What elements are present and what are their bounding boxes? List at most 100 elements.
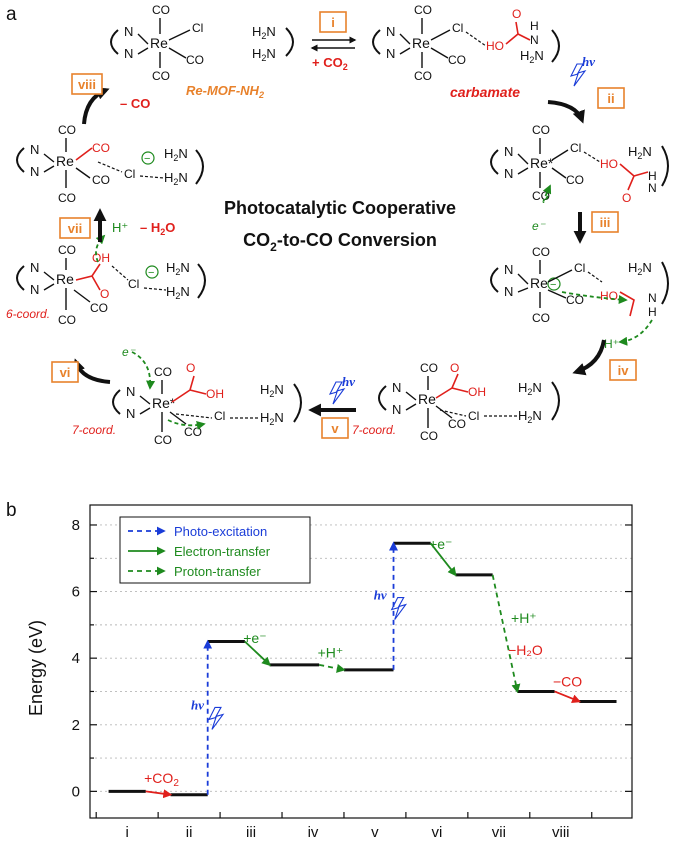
svg-text:CO: CO — [420, 361, 438, 375]
atom-n: N — [124, 46, 133, 61]
atom-n: N — [124, 24, 133, 39]
step-badge-iii — [591, 211, 619, 233]
svg-text:7-coord.: 7-coord. — [72, 423, 116, 437]
hv-label: hν — [374, 588, 387, 603]
svg-text:Re: Re — [418, 391, 436, 407]
svg-text:N: N — [504, 166, 513, 181]
re-bonds — [137, 18, 191, 68]
svg-text:CO: CO — [58, 313, 76, 327]
svg-text:OH: OH — [206, 387, 224, 401]
panel-a-label: a — [6, 4, 17, 25]
svg-text:CO: CO — [92, 141, 110, 155]
x-tick-label: iii — [246, 824, 256, 841]
svg-text:N: N — [648, 181, 657, 195]
svg-text:N: N — [392, 380, 401, 395]
step-label-viii: viii — [78, 77, 96, 92]
transition-arrow — [319, 663, 346, 673]
y-tick-label: 6 — [72, 584, 80, 601]
x-tick-label: i — [125, 824, 128, 841]
transition-label: +e⁻ — [429, 536, 452, 552]
svg-text:N: N — [30, 260, 39, 275]
svg-text:CO: CO — [420, 429, 438, 443]
transition-label: +H⁺ — [511, 610, 537, 626]
svg-text:Cl: Cl — [452, 21, 463, 35]
scheme-title-line2: CO2-to-CO Conversion — [243, 230, 437, 254]
y-tick-label: 8 — [72, 517, 80, 534]
svg-text:−: − — [550, 279, 556, 291]
svg-text:N: N — [30, 142, 39, 157]
svg-text:N: N — [392, 402, 401, 417]
svg-text:H⁺: H⁺ — [112, 220, 128, 235]
svg-text:H: H — [648, 305, 657, 319]
structure-excited-carbamate: N N Re* CO Cl CO CO HO O H2N H N e⁻ — [490, 123, 669, 233]
label-plus-co2: + CO2 — [312, 55, 348, 72]
linker-arc — [285, 27, 294, 57]
y-tick-label: 4 — [72, 650, 80, 667]
svg-text:6-coord.: 6-coord. — [6, 307, 50, 321]
panel-a: a Photocatalytic Cooperative CO2-to-CO C… — [6, 3, 669, 447]
label-re-mof: Re-MOF-NH2 — [186, 83, 264, 100]
svg-text:N: N — [386, 24, 395, 39]
step-label-v: v — [331, 421, 339, 436]
svg-text:Re*: Re* — [530, 155, 554, 171]
transition-arrow — [244, 640, 271, 667]
svg-text:H: H — [648, 169, 657, 183]
svg-text:CO: CO — [90, 301, 108, 315]
ligand-co: CO — [186, 53, 204, 67]
legend-label: Photo-excitation — [174, 524, 267, 539]
svg-text:H2N: H2N — [260, 410, 284, 427]
svg-text:N: N — [126, 406, 135, 421]
y-tick-label: 2 — [72, 717, 80, 734]
svg-text:CO: CO — [58, 243, 76, 257]
step-badge-i — [319, 11, 347, 33]
svg-text:CO: CO — [58, 191, 76, 205]
legend-label: Proton-transfer — [174, 564, 261, 579]
transition-arrow — [491, 574, 521, 694]
step-i-equilibrium: i + CO2 — [310, 11, 357, 72]
svg-text:CO: CO — [92, 173, 110, 187]
svg-text:HO: HO — [600, 289, 618, 303]
svg-text:CO: CO — [184, 425, 202, 439]
transition-label: +H⁺ — [318, 644, 344, 660]
transition-arrow — [145, 789, 173, 799]
svg-text:N: N — [504, 144, 513, 159]
cycle-arrow-ii — [547, 100, 585, 124]
svg-text:CO: CO — [58, 123, 76, 137]
svg-text:H: H — [530, 19, 539, 33]
step-badge-vi — [51, 361, 79, 383]
step-badge-viii — [71, 73, 103, 95]
ligand-co: CO — [152, 3, 170, 17]
svg-text:CO: CO — [566, 293, 584, 307]
transition-label: +e⁻ — [243, 630, 266, 646]
svg-text:CO: CO — [414, 69, 432, 83]
svg-text:Cl: Cl — [468, 409, 479, 423]
step-label-ii: ii — [607, 91, 614, 106]
structure-7coord-excited: N N Re* CO CO CO Cl O OH H2N H2N e⁻ 7-co… — [72, 345, 302, 447]
label-minus-co: – CO — [120, 96, 150, 111]
svg-text:OH: OH — [92, 251, 110, 265]
x-tick-label: viii — [552, 824, 570, 841]
svg-text:H2N: H2N — [164, 170, 188, 187]
svg-text:hν: hν — [342, 374, 355, 389]
svg-text:CO: CO — [532, 245, 550, 259]
step-badge-vii — [59, 217, 91, 239]
svg-text:CO: CO — [154, 433, 172, 447]
svg-text:H2N: H2N — [628, 144, 652, 161]
svg-text:HO: HO — [486, 39, 504, 53]
svg-text:Cl: Cl — [214, 409, 225, 423]
water-loss-label: −H₂O — [508, 642, 543, 658]
svg-text:H2N: H2N — [166, 260, 190, 277]
amine-h2n: H2N — [252, 46, 276, 63]
svg-text:CO: CO — [154, 365, 172, 379]
step-badge-iv — [609, 359, 637, 381]
svg-text:N: N — [30, 282, 39, 297]
structure-7coord-right: N N Re CO CO CO Cl O OH H2N H2N 7-coord. — [352, 361, 560, 443]
y-tick-label: 0 — [72, 783, 80, 800]
bipyridine-arc — [110, 29, 119, 55]
step-label-vi: vi — [60, 365, 71, 380]
svg-text:OH: OH — [468, 385, 486, 399]
label-hv: hν — [582, 54, 595, 69]
svg-text:−: − — [148, 267, 154, 279]
